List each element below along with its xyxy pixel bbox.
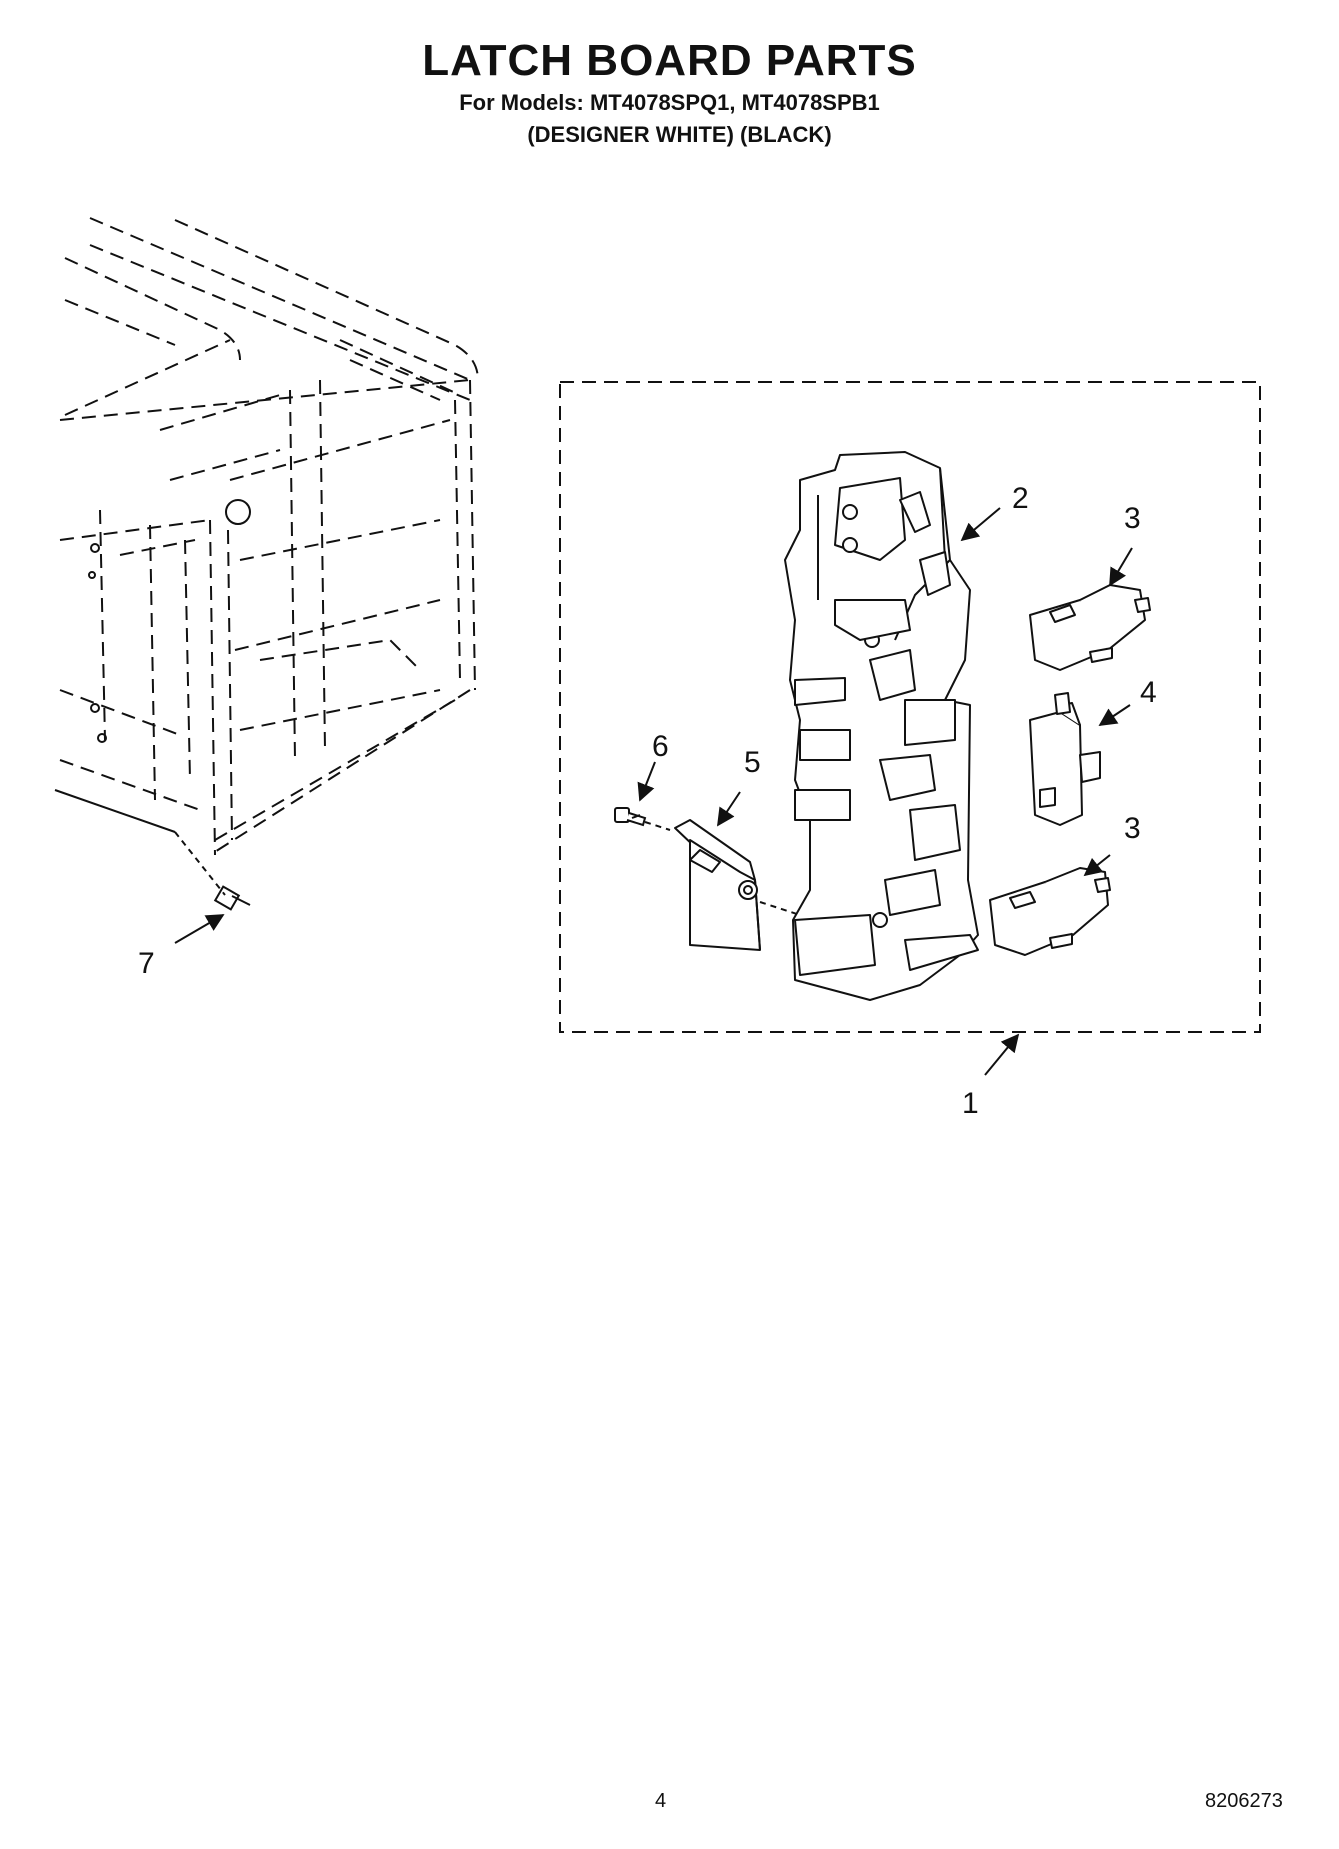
screw-7 (174, 831, 251, 911)
latch-hook-dash-line (759, 901, 801, 916)
kit-boundary (559, 381, 1261, 1033)
callout-arrow-7 (174, 914, 225, 944)
cabinet-outline (59, 217, 479, 856)
callout-3-lower: 3 (1124, 812, 1141, 845)
screw-6 (614, 807, 671, 831)
callout-arrow-3-upper (1109, 547, 1133, 587)
callout-2: 2 (1012, 482, 1029, 515)
callout-5: 5 (744, 746, 761, 779)
models-line: For Models: MT4078SPQ1, MT4078SPB1 (459, 90, 880, 115)
callout-6: 6 (652, 730, 669, 763)
callout-arrow-5 (717, 791, 741, 827)
callout-arrow-1 (984, 1033, 1020, 1076)
colors-line: (DESIGNER WHITE) (BLACK) (527, 122, 832, 147)
page-title: LATCH BOARD PARTS (422, 36, 917, 85)
latch-hook-5 (674, 819, 761, 951)
switch-3-lower (989, 867, 1111, 956)
document-number: 8206273 (1205, 1790, 1283, 1812)
callout-1: 1 (962, 1087, 979, 1120)
cabinet-bottom-edge (54, 789, 176, 833)
callout-4: 4 (1140, 676, 1157, 709)
callout-3-upper: 3 (1124, 502, 1141, 535)
page-number: 4 (655, 1790, 667, 1812)
callout-arrow-4 (1098, 704, 1131, 726)
switch-4 (1029, 692, 1101, 826)
latch-board (784, 451, 979, 1001)
switch-3-upper (1029, 584, 1151, 671)
cabinet-details (88, 499, 251, 743)
callout-arrow-2 (960, 507, 1001, 542)
callout-7: 7 (138, 947, 155, 980)
callout-arrow-6 (637, 761, 656, 802)
callout-arrow-3-lower (1083, 854, 1111, 877)
